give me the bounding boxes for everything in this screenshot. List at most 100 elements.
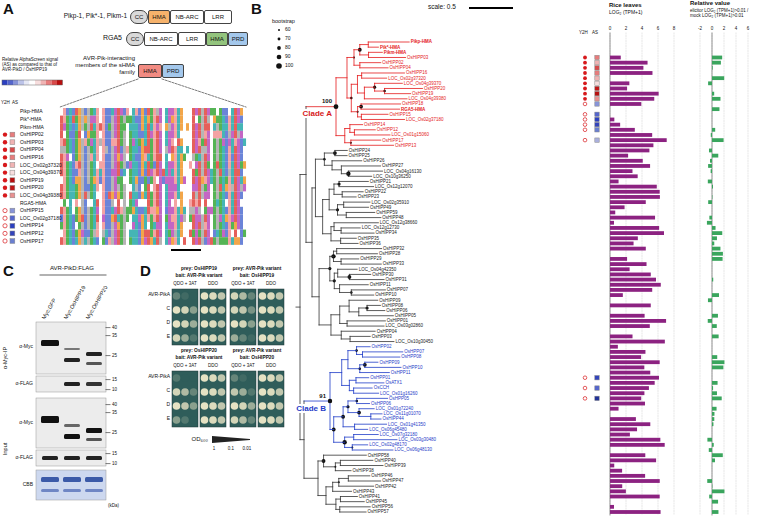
as-square xyxy=(10,155,15,160)
axis-tick: 4 xyxy=(641,26,644,31)
alignment-cell xyxy=(66,237,69,245)
expression-bar xyxy=(610,247,646,251)
alignment-cell xyxy=(219,123,222,131)
alignment-cell xyxy=(186,199,189,207)
alignment-cell xyxy=(213,192,216,200)
bait-prey-label: bait: AVR-Pik variant xyxy=(176,355,223,361)
alignment-cell xyxy=(144,184,147,192)
alignment-cell xyxy=(69,131,72,139)
marker-tick xyxy=(106,327,110,328)
alignment-cell xyxy=(207,184,210,192)
alignment-cell xyxy=(144,192,147,200)
alignment-cell xyxy=(225,146,228,154)
alignment-cell xyxy=(231,169,234,177)
relative-bar xyxy=(712,231,722,235)
alignment-cell xyxy=(231,199,234,207)
leaf-label: OsHIPP18 xyxy=(402,101,423,106)
alignment-cell xyxy=(171,123,174,131)
alignment-cell xyxy=(207,131,210,139)
alignment-cell xyxy=(156,237,159,245)
alignment-cell xyxy=(129,116,132,124)
alignment-cell xyxy=(243,176,246,184)
alignment-cell xyxy=(135,161,138,169)
clade-label: Clade A xyxy=(302,109,334,118)
tree-branch xyxy=(357,403,370,404)
grid-line xyxy=(748,33,749,515)
alignment-cell xyxy=(207,207,210,215)
yeast-spot xyxy=(276,292,284,300)
yeast-spot xyxy=(259,306,267,314)
axis-title: elicitor LOG₂ (TPM+1)>0.01 / mock LOG₂ (… xyxy=(690,8,758,18)
alignment-cell xyxy=(60,230,63,238)
alignment-cell xyxy=(162,161,165,169)
alignment-cell xyxy=(153,161,156,169)
alignment-cell xyxy=(171,131,174,139)
relative-bar xyxy=(712,66,714,70)
alignment-cell xyxy=(231,146,234,154)
legend-dot xyxy=(277,46,281,50)
leaf-label: OsHIPP21 xyxy=(370,179,391,184)
tree-branch xyxy=(362,72,405,73)
alignment-cell xyxy=(141,146,144,154)
alignment-cell xyxy=(87,161,90,169)
expression-bar xyxy=(610,97,654,101)
yeast-spot xyxy=(173,388,181,396)
alignment-cell xyxy=(153,222,156,230)
plate-panel xyxy=(230,289,256,345)
tree-branch xyxy=(326,504,336,505)
domain-name: PRD xyxy=(167,68,180,74)
alignment-cell xyxy=(237,131,240,139)
leaf-label: LOC_Os03g02860 xyxy=(386,323,424,328)
alignment-cell xyxy=(93,169,96,177)
alignment-cell xyxy=(111,199,114,207)
expression-bar xyxy=(610,484,622,488)
yeast-spot xyxy=(173,416,181,424)
alignment-cell xyxy=(216,146,219,154)
plate-panel xyxy=(172,289,198,345)
domain-box: CC xyxy=(126,32,144,46)
protein-label: Pikp-1, Pik*-1, Pikm-1 xyxy=(64,12,127,19)
alignment-cell xyxy=(150,161,153,169)
tree-branch xyxy=(360,62,381,63)
expression-bar xyxy=(610,443,665,447)
alignment-cell xyxy=(69,169,72,177)
alignment-cell xyxy=(87,154,90,162)
alignment-cell xyxy=(141,123,144,131)
yeast-spot xyxy=(248,292,256,300)
alignment-cell xyxy=(81,161,84,169)
as-square xyxy=(595,138,599,142)
alignment-cell xyxy=(207,154,210,162)
alignment-cell xyxy=(144,199,147,207)
alignment-cell xyxy=(171,146,174,154)
alignment-cell xyxy=(138,146,141,154)
alignment-cell xyxy=(93,222,96,230)
alignment-cell xyxy=(87,230,90,238)
tree-branch xyxy=(335,150,347,151)
alignment-cell xyxy=(135,199,138,207)
relative-bar xyxy=(712,61,721,65)
yeast-spot xyxy=(218,292,226,300)
alignment-cell xyxy=(177,176,180,184)
alignment-cell xyxy=(192,237,195,245)
relative-bar xyxy=(712,76,724,80)
tree-branch xyxy=(338,277,350,278)
tree-branch xyxy=(360,67,388,68)
alignment-cell xyxy=(150,131,153,139)
expression-bar xyxy=(610,242,634,246)
alignment-cell xyxy=(108,108,111,116)
alignment-cell xyxy=(129,230,132,238)
alignment-cell xyxy=(153,176,156,184)
alignment-cell xyxy=(198,214,201,222)
as-square xyxy=(595,122,599,126)
scale-label: scale: 0.5 xyxy=(428,3,456,10)
alignment-cell xyxy=(177,230,180,238)
legend-label: 100 xyxy=(285,63,293,69)
alignment-cell xyxy=(96,108,99,116)
tree-branch xyxy=(341,331,375,332)
plate-panel xyxy=(258,289,284,345)
medium-label: QDO + 3AT xyxy=(173,281,196,286)
alignment-cell xyxy=(63,230,66,238)
alignment-cell xyxy=(138,192,141,200)
zoom-line xyxy=(162,79,246,107)
alignment-cell xyxy=(195,184,198,192)
